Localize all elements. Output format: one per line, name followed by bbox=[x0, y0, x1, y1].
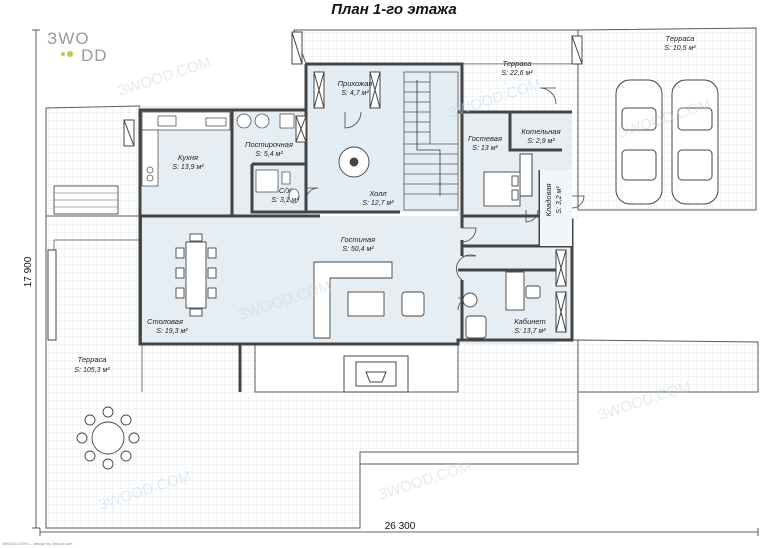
room-area: S: 105,3 м² bbox=[74, 367, 110, 374]
room-area: S: 50,4 м² bbox=[342, 246, 374, 253]
room-name: Кладовая bbox=[544, 183, 553, 216]
room-name: Гостиная bbox=[341, 235, 375, 244]
fireplace bbox=[343, 355, 409, 393]
windows bbox=[47, 31, 583, 341]
room-area: S: 19,3 м² bbox=[156, 328, 188, 335]
guest-bed bbox=[483, 171, 521, 207]
room-area: S: 13,9 м² bbox=[172, 164, 204, 171]
living-furniture bbox=[313, 261, 425, 339]
room-area: S: 4,7 м² bbox=[341, 90, 369, 97]
room-name: Котельная bbox=[521, 127, 560, 136]
room-name: Кабинет bbox=[514, 317, 545, 326]
room-area: S: 12,7 м² bbox=[362, 200, 394, 207]
hall-table bbox=[338, 146, 370, 178]
room-area: S: 13 м² bbox=[472, 145, 498, 152]
kitchen-fixtures bbox=[141, 111, 300, 204]
watermark-7: ЗWOOD.COM bbox=[376, 458, 473, 504]
room-labels: Терраса S: 10,5 м² Прихожая S: 4,7 м² Те… bbox=[74, 34, 696, 374]
watermark-1: ЗWOOD.COM bbox=[116, 54, 213, 100]
room-area: S: 22,6 м² bbox=[501, 70, 533, 77]
room-name: Постирочная bbox=[245, 140, 293, 149]
room-name: Терраса bbox=[78, 355, 107, 364]
room-area: S: 2,9 м² bbox=[527, 138, 555, 145]
storage-floor bbox=[540, 170, 572, 246]
room-area: S: 10,5 м² bbox=[664, 45, 696, 52]
brand-logo: ЗWO DD bbox=[47, 29, 108, 65]
room-name: Столовая bbox=[147, 317, 183, 326]
terrace-table bbox=[76, 406, 140, 470]
doors bbox=[305, 87, 585, 311]
room-area: S: 3,2 м² bbox=[556, 186, 563, 214]
room-name: Терраса bbox=[503, 59, 532, 68]
room-name: Кухня bbox=[178, 153, 198, 162]
parked-cars bbox=[615, 79, 719, 205]
room-name: Прихожая bbox=[338, 79, 373, 88]
dimension-height: 17 900 bbox=[23, 256, 34, 287]
plan-title: План 1-го этажа bbox=[331, 1, 457, 18]
room-area: S: 3,1 м² bbox=[271, 197, 299, 204]
dining-set bbox=[175, 233, 217, 317]
room-name: С/У bbox=[279, 186, 293, 195]
room-area: S: 13,7 м² bbox=[514, 328, 546, 335]
footer-credit: 3WOOD.COM — design by 3wood.com bbox=[2, 541, 73, 546]
room-name: Холл bbox=[368, 189, 387, 198]
logo-top: ЗWO bbox=[47, 29, 90, 48]
room-area: S: 5,4 м² bbox=[255, 151, 283, 158]
dimension-width: 26 300 bbox=[385, 521, 416, 532]
room-name: Терраса bbox=[666, 34, 695, 43]
study-furniture bbox=[462, 271, 541, 339]
room-name: Гостевая bbox=[468, 134, 502, 143]
staircase bbox=[403, 71, 459, 211]
logo-bottom: DD bbox=[81, 46, 108, 65]
dimension-lines bbox=[32, 29, 759, 536]
